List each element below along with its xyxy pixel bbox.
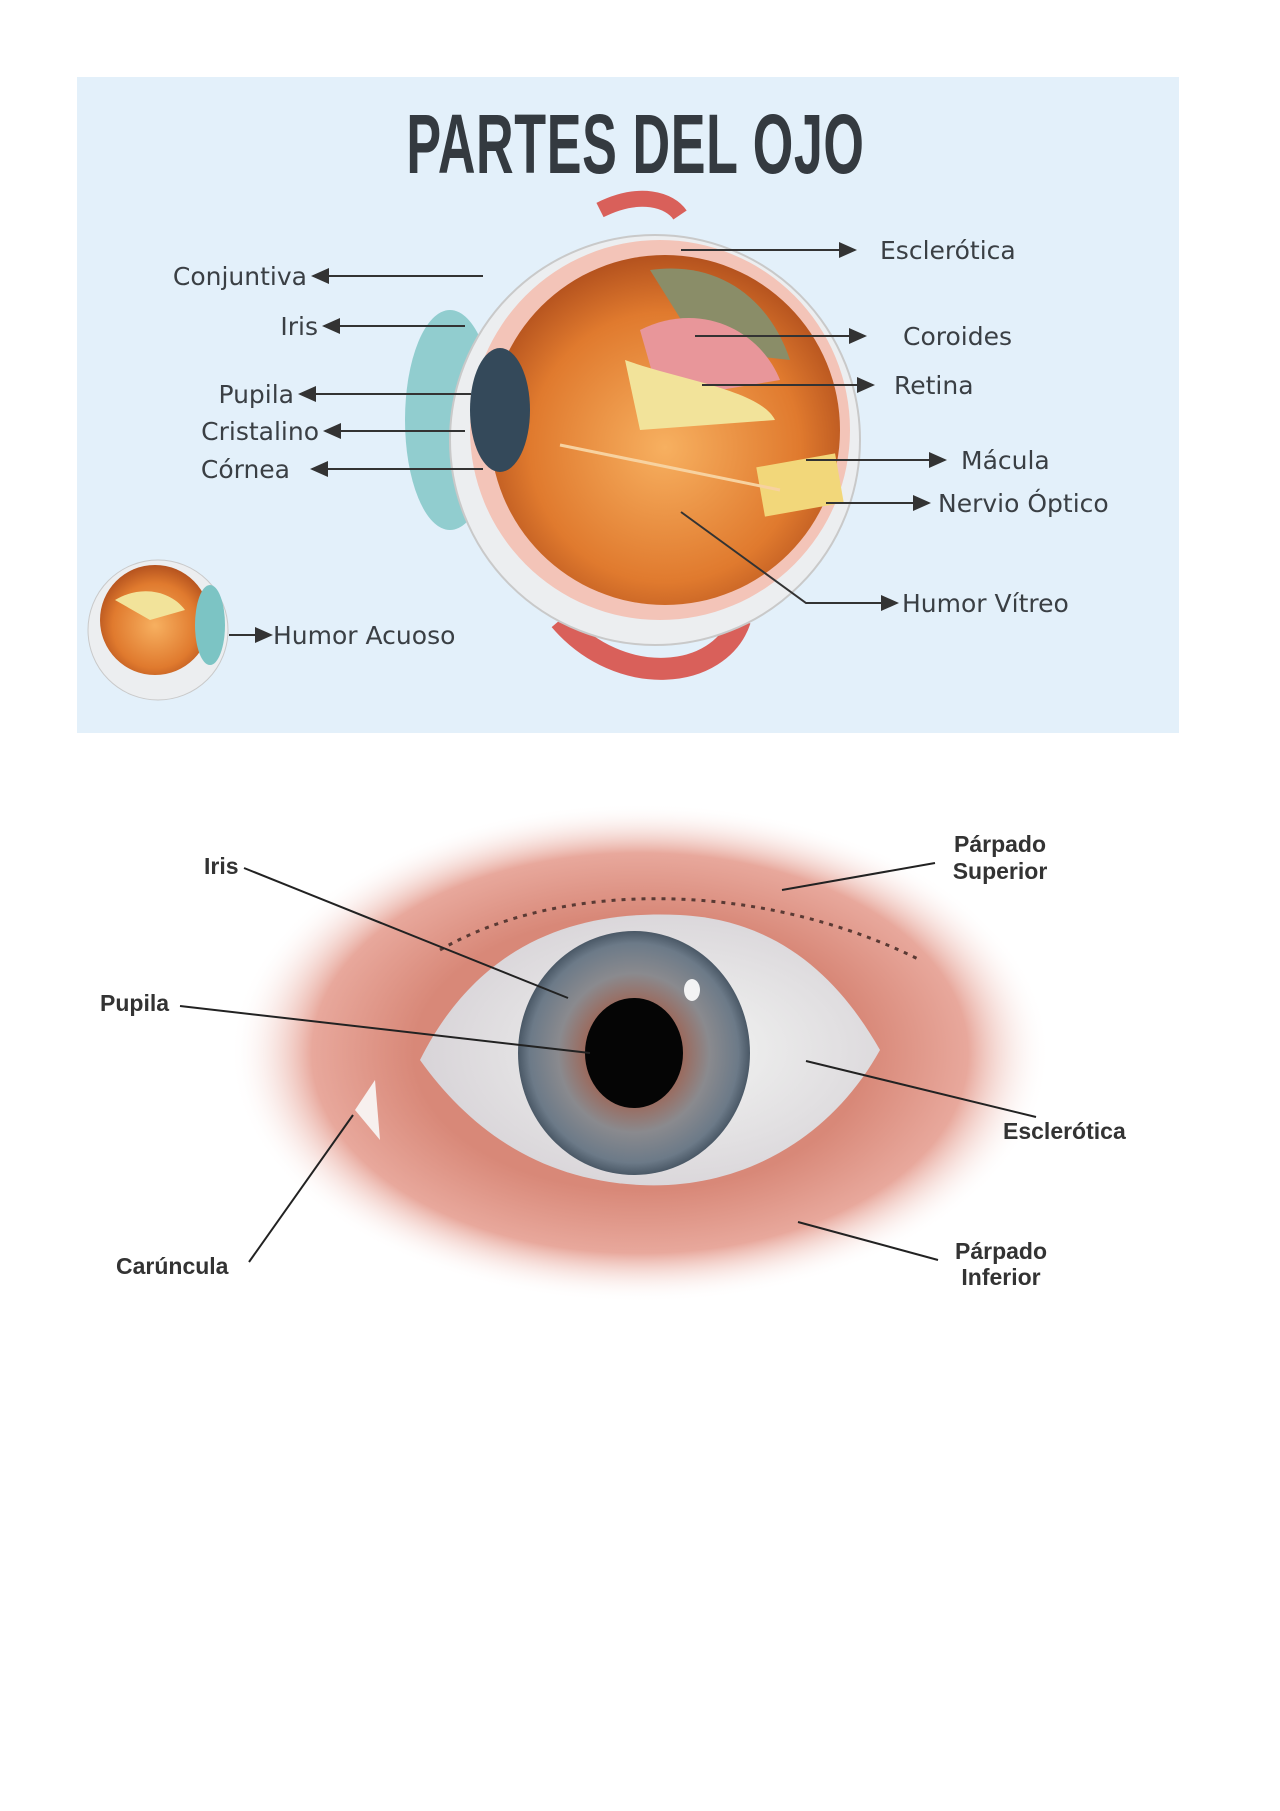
label-parpado-inferior-line2: Inferior: [961, 1264, 1040, 1290]
leader-lines-diagram2: [179, 862, 1037, 1263]
label-humor-vitreo: Humor Vítreo: [902, 589, 1069, 618]
label-coroides: Coroides: [903, 322, 1012, 351]
labels-diagram1: Conjuntiva Iris Pupila Cristalino Córnea…: [173, 236, 1109, 650]
label-cristalino: Cristalino: [201, 417, 319, 446]
label-esclerotica-external: Esclerótica: [1003, 1118, 1126, 1144]
label-humor-acuoso: Humor Acuoso: [273, 621, 455, 650]
leader-lines-diagram1: [229, 242, 947, 643]
label-retina: Retina: [894, 371, 974, 400]
label-parpado-superior-line2: Superior: [953, 858, 1048, 884]
label-pupila-external: Pupila: [100, 990, 169, 1016]
label-nervio-optico: Nervio Óptico: [938, 488, 1109, 518]
labels-diagram2: Iris Pupila Carúncula Párpado Superior E…: [100, 831, 1126, 1290]
label-macula: Mácula: [961, 446, 1050, 475]
label-parpado-superior-line1: Párpado: [954, 831, 1046, 857]
page-title: PARTES DEL OJO: [406, 97, 865, 191]
label-iris: Iris: [280, 312, 318, 341]
label-pupila: Pupila: [218, 380, 294, 409]
label-caruncula: Carúncula: [116, 1253, 229, 1279]
eye-cross-section-illustration: [405, 190, 861, 680]
label-parpado-inferior-line1: Párpado: [955, 1238, 1047, 1264]
label-cornea: Córnea: [201, 455, 290, 484]
external-eye-illustration: [230, 803, 1050, 1303]
small-eye-illustration: [87, 559, 229, 701]
label-conjuntiva: Conjuntiva: [173, 262, 307, 291]
label-iris-external: Iris: [204, 853, 239, 879]
label-esclerotica: Esclerótica: [880, 236, 1016, 265]
